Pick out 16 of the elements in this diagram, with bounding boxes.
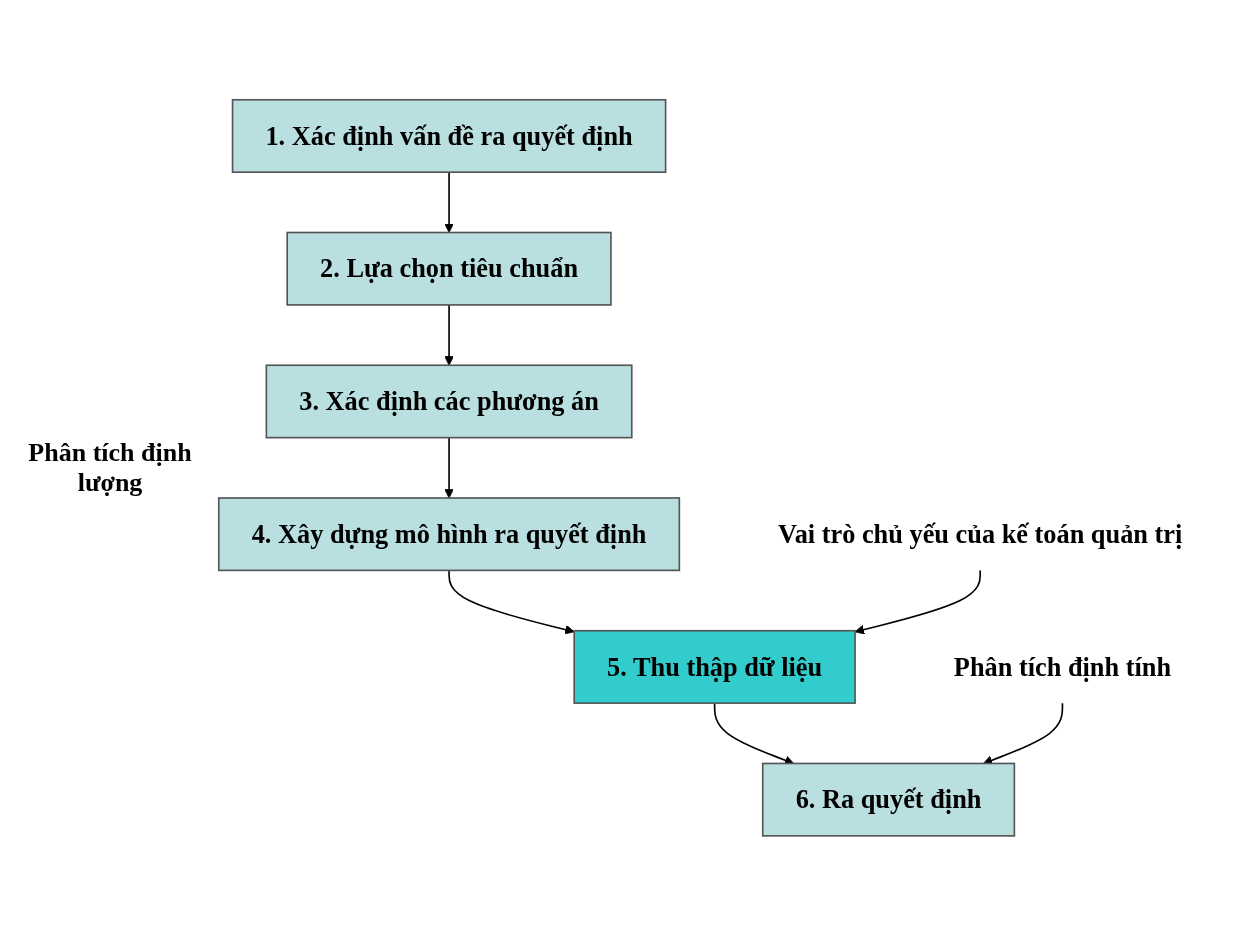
side-label: Phân tích định lượng: [27, 437, 193, 498]
node-text: Vai trò chủ yếu của kế toán quản trị: [778, 519, 1183, 549]
node-box: 4. Xây dựng mô hình ra quyết định: [217, 496, 681, 571]
arrow: [448, 569, 575, 635]
arrow: [444, 303, 454, 366]
arrow: [982, 701, 1064, 765]
arrow: [854, 569, 981, 635]
node-box: 6. Ra quyết định: [761, 762, 1016, 837]
arrow: [713, 701, 795, 765]
arrow: [444, 436, 454, 499]
node-box: 5. Thu thập dữ liệu: [573, 629, 856, 704]
node-box: 2. Lựa chọn tiêu chuẩn: [286, 231, 612, 306]
arrow: [444, 171, 454, 233]
node-box: 3. Xác định các phương án: [265, 364, 633, 439]
node-text: Phân tích định tính: [953, 652, 1172, 681]
node-box: 1. Xác định vấn đề ra quyết định: [231, 98, 667, 173]
